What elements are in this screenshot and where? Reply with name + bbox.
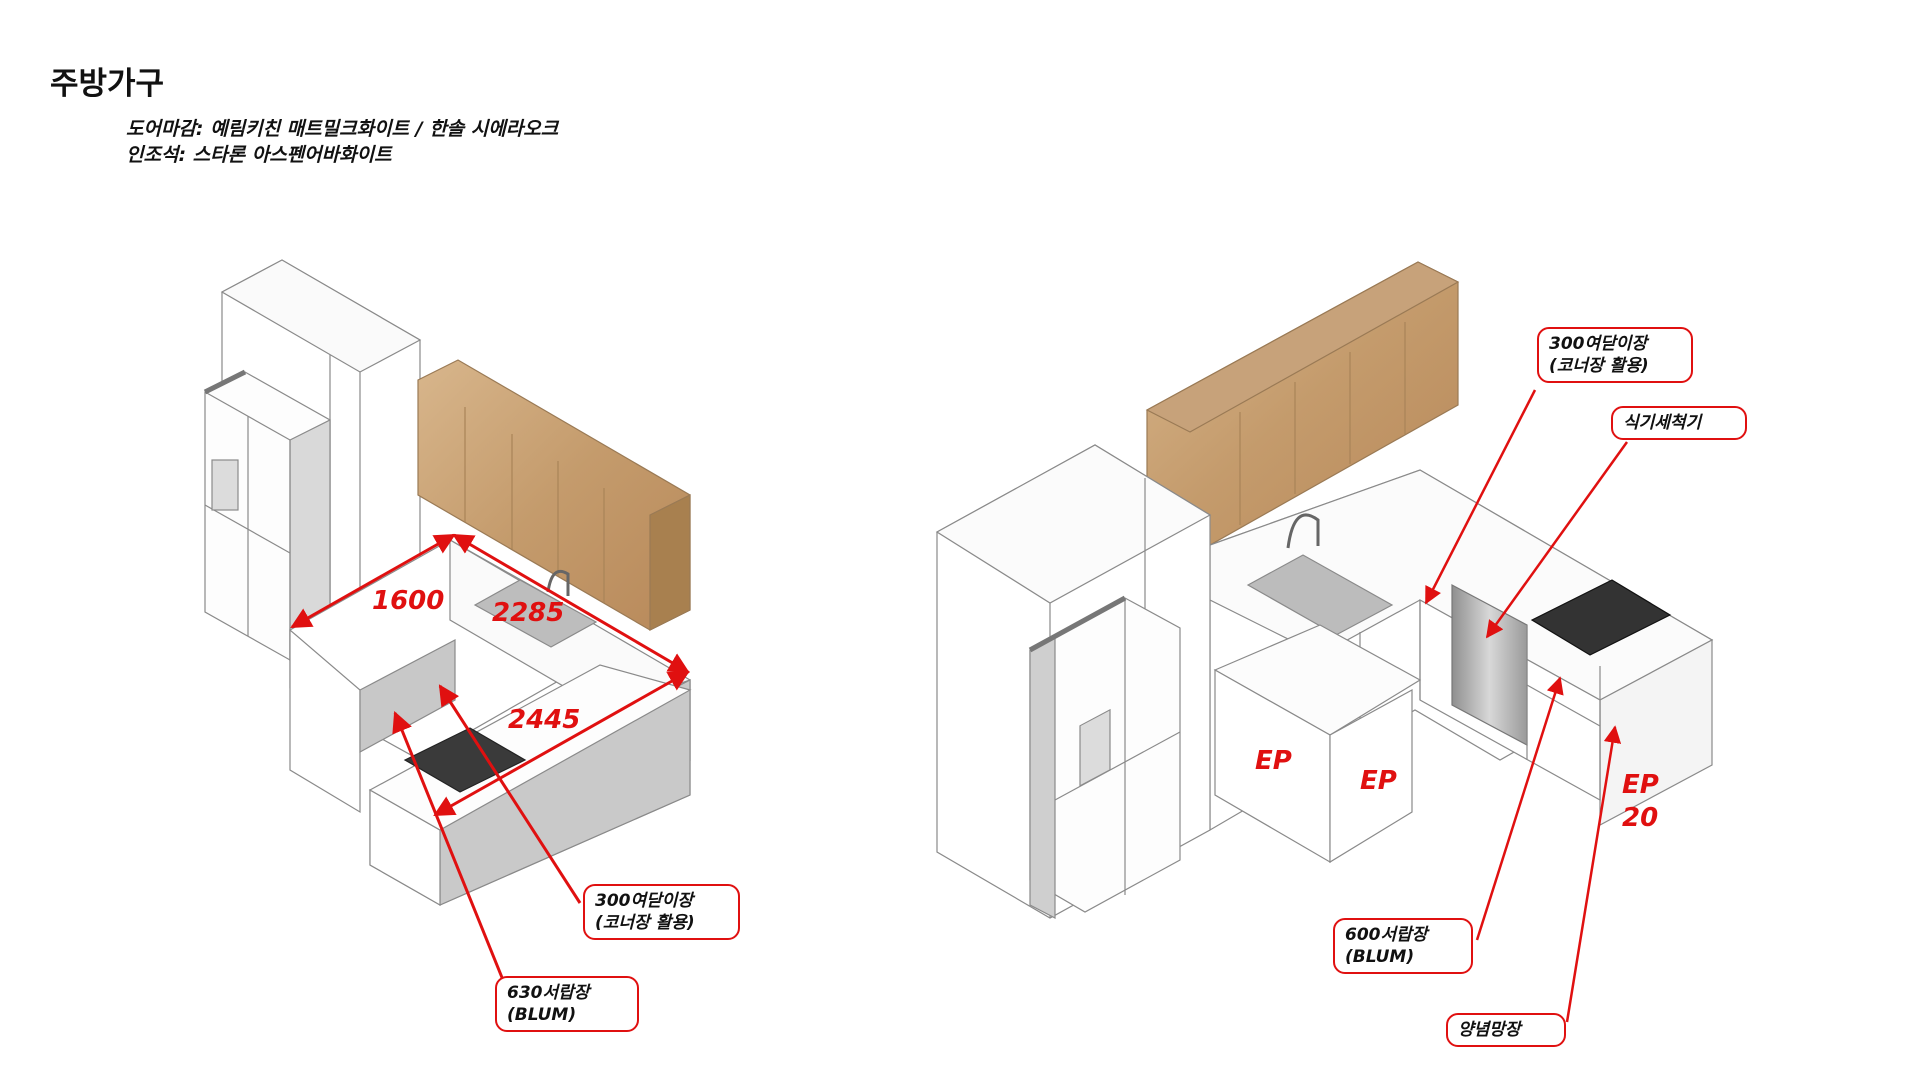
callout-right-dishwasher: 식기세척기	[1611, 406, 1747, 440]
callout-right-drawer: 600서랍장 (BLUM)	[1333, 918, 1473, 974]
page-title: 주방가구	[50, 66, 165, 102]
ep-label-3: EP	[1622, 770, 1659, 800]
callout-right-spice-pullout: 양념망장	[1446, 1013, 1566, 1047]
door-finish-spec: 도어마감: 예림키친 매트밀크화이트 / 한솔 시에라오크	[126, 118, 559, 140]
right-cooktop	[1530, 579, 1672, 656]
dim-2285: 2285	[492, 598, 564, 628]
dim-1600: 1600	[372, 586, 444, 616]
countertop-spec: 인조석: 스타론 아스펜어바화이트	[126, 144, 392, 166]
right-sink	[1246, 554, 1394, 636]
dim-2445: 2445	[508, 705, 580, 735]
callout-left-drawer: 630서랍장 (BLUM)	[495, 976, 639, 1032]
ep-label-2: EP	[1360, 766, 1397, 796]
ep-label-1: EP	[1255, 746, 1292, 776]
callout-left-corner-cabinet: 300여닫이장 (코너장 활용)	[583, 884, 740, 940]
callout-right-corner-cabinet: 300여닫이장 (코너장 활용)	[1537, 327, 1693, 383]
ep-label-3-size: 20	[1622, 803, 1658, 833]
right-view	[935, 261, 1714, 919]
